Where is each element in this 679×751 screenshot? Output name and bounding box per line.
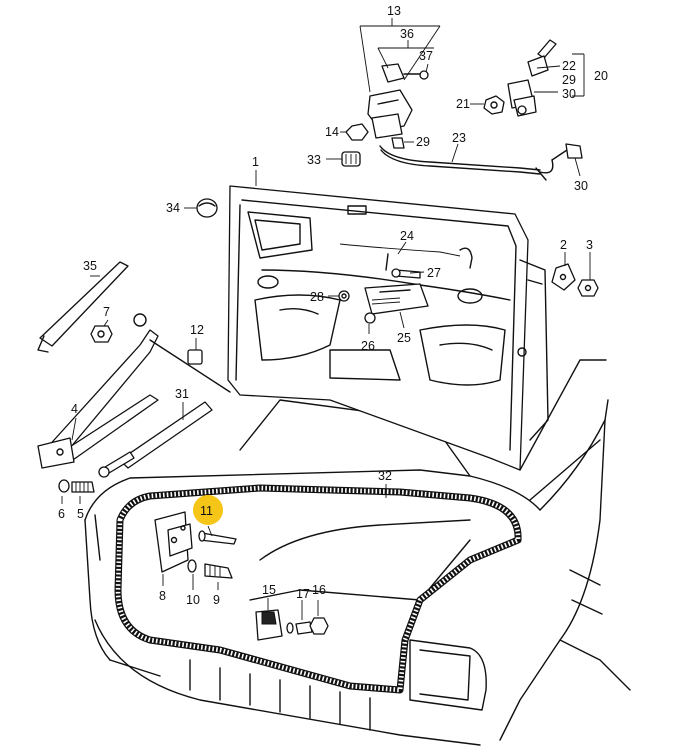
callout-10: 10 bbox=[186, 593, 200, 607]
lid-lock-assembly bbox=[338, 243, 473, 324]
callout-30a: 30 bbox=[562, 87, 576, 101]
callout-2: 2 bbox=[560, 238, 567, 252]
bump-stop bbox=[196, 198, 218, 218]
callout-3: 3 bbox=[586, 238, 593, 252]
callout-29b: 29 bbox=[416, 135, 430, 149]
callout-32: 32 bbox=[378, 469, 392, 483]
hinge-assembly bbox=[37, 261, 231, 493]
callout-30b: 30 bbox=[574, 179, 588, 193]
highlight-marker bbox=[193, 495, 223, 525]
callout-7: 7 bbox=[103, 305, 110, 319]
callout-16: 16 bbox=[312, 583, 326, 597]
callout-labels: 13 36 37 22 29 20 30 21 14 29 23 33 30 1… bbox=[58, 4, 608, 607]
callout-11: 11 bbox=[200, 504, 213, 518]
callout-9: 9 bbox=[213, 593, 220, 607]
callout-35: 35 bbox=[83, 259, 97, 273]
callout-15: 15 bbox=[262, 583, 276, 597]
right-hinge-parts bbox=[551, 263, 599, 297]
callout-1: 1 bbox=[252, 155, 259, 169]
callout-29a: 29 bbox=[562, 73, 576, 87]
callout-8: 8 bbox=[159, 589, 166, 603]
top-lock-assembly bbox=[341, 39, 583, 181]
trunk-lid bbox=[227, 185, 549, 471]
callout-25: 25 bbox=[397, 331, 411, 345]
callout-4: 4 bbox=[71, 402, 78, 416]
callout-5: 5 bbox=[77, 507, 84, 521]
leader-lines bbox=[61, 18, 591, 620]
callout-37: 37 bbox=[419, 49, 433, 63]
callout-34: 34 bbox=[166, 201, 180, 215]
callout-21: 21 bbox=[456, 97, 470, 111]
callout-27: 27 bbox=[427, 266, 441, 280]
callout-24: 24 bbox=[400, 229, 414, 243]
callout-36: 36 bbox=[400, 27, 414, 41]
callout-33: 33 bbox=[307, 153, 321, 167]
callout-26: 26 bbox=[361, 339, 375, 353]
callout-31: 31 bbox=[175, 387, 189, 401]
callout-20: 20 bbox=[594, 69, 608, 83]
striker-assembly bbox=[154, 511, 237, 579]
callout-13: 13 bbox=[387, 4, 401, 18]
callout-17: 17 bbox=[296, 587, 310, 601]
callout-12: 12 bbox=[190, 323, 204, 337]
callout-6: 6 bbox=[58, 507, 65, 521]
callout-28: 28 bbox=[310, 290, 324, 304]
callout-14: 14 bbox=[325, 125, 339, 139]
callout-23: 23 bbox=[452, 131, 466, 145]
car-body bbox=[84, 359, 631, 746]
callout-22: 22 bbox=[562, 59, 576, 73]
lower-lock-assembly bbox=[255, 609, 329, 641]
